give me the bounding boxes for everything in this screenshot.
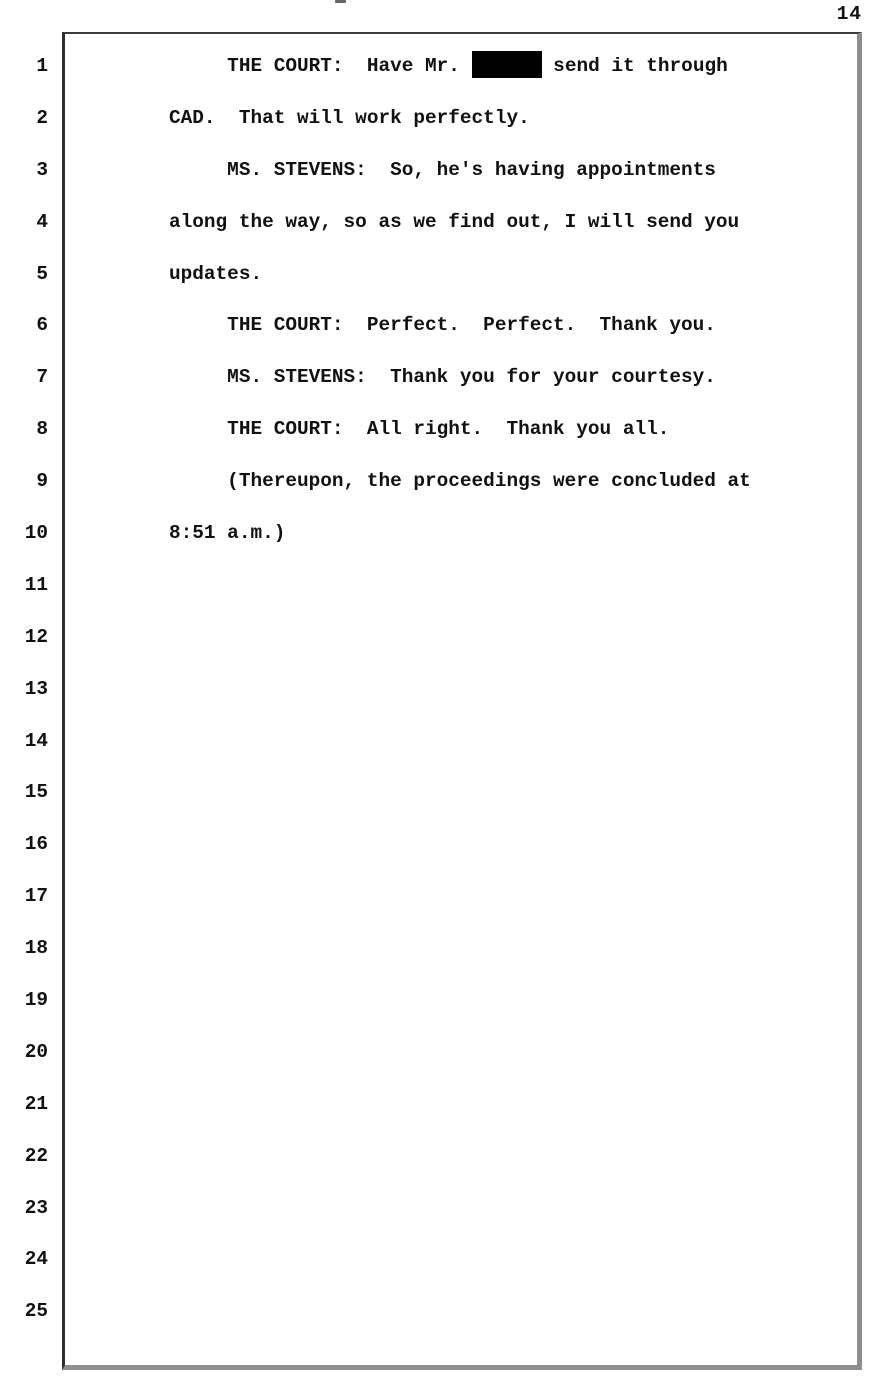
line-number: 6 bbox=[36, 314, 48, 337]
line-text: THE COURT: All right. Thank you all. bbox=[169, 418, 670, 441]
line-number: 4 bbox=[36, 210, 48, 233]
line-text bbox=[48, 923, 169, 975]
transcript-line: 25 bbox=[0, 1286, 876, 1338]
line-text bbox=[48, 716, 169, 768]
transcript-line: 10 8:51 a.m.) bbox=[0, 508, 876, 560]
line-text: updates. bbox=[169, 262, 263, 285]
line-text: (Thereupon, the proceedings were conclud… bbox=[169, 470, 751, 493]
transcript-line: 23 bbox=[0, 1183, 876, 1235]
line-text: MS. STEVENS: Thank you for your courtesy… bbox=[169, 366, 716, 389]
redaction-box bbox=[471, 51, 542, 78]
transcript-line: 16 bbox=[0, 819, 876, 871]
line-text: along the way, so as we find out, I will… bbox=[169, 210, 740, 233]
transcript-line: 15 bbox=[0, 767, 876, 819]
line-text bbox=[48, 1234, 169, 1286]
transcript-line: 5 updates. bbox=[0, 249, 876, 301]
transcript-line: 14 bbox=[0, 716, 876, 768]
line-text bbox=[48, 975, 169, 1027]
line-text bbox=[48, 871, 169, 923]
line-number: 18 bbox=[24, 937, 48, 960]
transcript-border-box bbox=[62, 32, 862, 1370]
line-number: 17 bbox=[24, 885, 48, 908]
line-number: 2 bbox=[36, 106, 48, 129]
transcript-line: 20 bbox=[0, 1027, 876, 1079]
line-text: THE COURT: Perfect. Perfect. Thank you. bbox=[169, 314, 716, 337]
transcript-line: 2 CAD. That will work perfectly. bbox=[0, 93, 876, 145]
line-number: 3 bbox=[36, 158, 48, 181]
line-number: 22 bbox=[24, 1144, 48, 1167]
line-text bbox=[48, 1286, 169, 1338]
line-text bbox=[48, 612, 169, 664]
line-text bbox=[48, 1027, 169, 1079]
line-text bbox=[48, 1131, 169, 1183]
transcript-line: 13 bbox=[0, 664, 876, 716]
line-number: 24 bbox=[24, 1248, 48, 1271]
line-number: 11 bbox=[24, 573, 48, 596]
line-number: 7 bbox=[36, 366, 48, 389]
line-number: 15 bbox=[24, 781, 48, 804]
line-number: 20 bbox=[24, 1040, 48, 1063]
line-number: 8 bbox=[36, 418, 48, 441]
line-number: 5 bbox=[36, 262, 48, 285]
line-number: 25 bbox=[24, 1300, 48, 1323]
line-text: CAD. That will work perfectly. bbox=[169, 106, 530, 129]
line-number: 19 bbox=[24, 989, 48, 1012]
transcript-line: 4 along the way, so as we find out, I wil… bbox=[0, 197, 876, 249]
transcript-line: 22 bbox=[0, 1131, 876, 1183]
line-text bbox=[48, 767, 169, 819]
line-text: MS. STEVENS: So, he's having appointment… bbox=[169, 158, 716, 181]
line-text bbox=[48, 560, 169, 612]
line-number: 23 bbox=[24, 1196, 48, 1219]
page-number: 14 bbox=[836, 3, 862, 25]
transcript-line: 8 THE COURT: All right. Thank you all. bbox=[0, 404, 876, 456]
line-number: 9 bbox=[36, 470, 48, 493]
line-number: 1 bbox=[36, 55, 48, 77]
line-number: 16 bbox=[24, 833, 48, 856]
transcript-line: 1 THE COURT: Have Mr. send it through bbox=[0, 41, 876, 93]
transcript-line: 17 bbox=[0, 871, 876, 923]
line-number: 10 bbox=[24, 522, 48, 545]
transcript-line: 12 bbox=[0, 612, 876, 664]
transcript-line: 21 bbox=[0, 1079, 876, 1131]
transcript-line: 6 THE COURT: Perfect. Perfect. Thank you… bbox=[0, 300, 876, 352]
line-text bbox=[48, 1183, 169, 1235]
transcript-line: 24 bbox=[0, 1234, 876, 1286]
line-number: 14 bbox=[24, 729, 48, 752]
line-text bbox=[48, 1079, 169, 1131]
transcript-line: 7 MS. STEVENS: Thank you for your courte… bbox=[0, 352, 876, 404]
transcript-line: 9 (Thereupon, the proceedings were concl… bbox=[0, 456, 876, 508]
transcript-line: 18 bbox=[0, 923, 876, 975]
scan-artifact bbox=[335, 0, 346, 3]
transcript-line: 19 bbox=[0, 975, 876, 1027]
line-text bbox=[48, 819, 169, 871]
line-text: 8:51 a.m.) bbox=[169, 522, 286, 545]
transcript-line: 3 MS. STEVENS: So, he's having appointme… bbox=[0, 145, 876, 197]
line-number: 21 bbox=[24, 1092, 48, 1115]
line-number: 12 bbox=[24, 625, 48, 648]
line-text bbox=[48, 664, 169, 716]
line-text: THE COURT: Have Mr. send it through bbox=[48, 41, 728, 93]
transcript-line: 11 bbox=[0, 560, 876, 612]
line-number: 13 bbox=[24, 677, 48, 700]
